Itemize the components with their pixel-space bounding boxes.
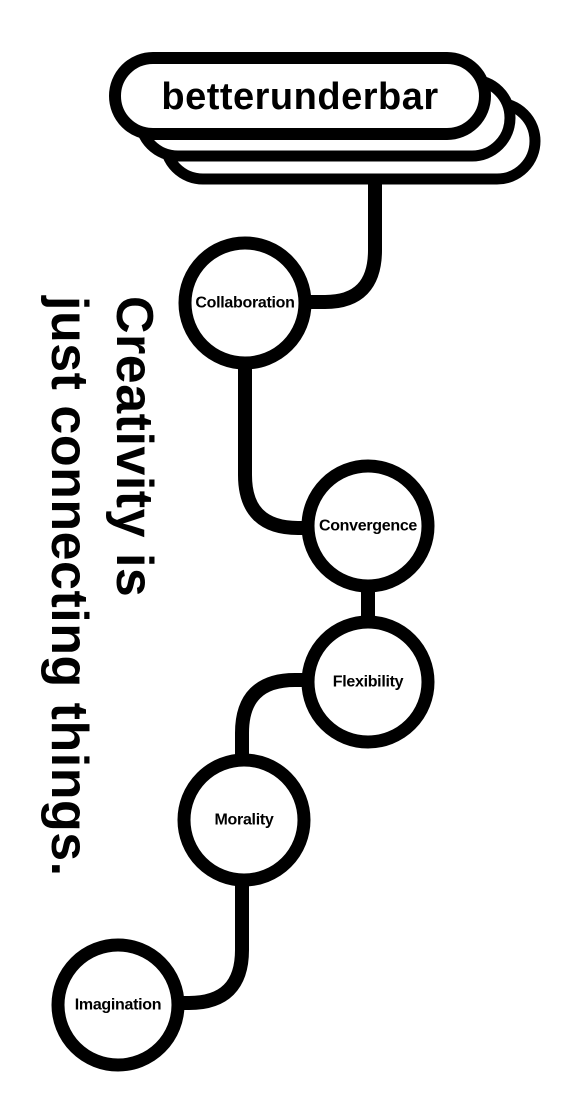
connector-flexibility-to-morality xyxy=(235,673,317,767)
node-label: Convergence xyxy=(319,518,417,535)
node-label: Collaboration xyxy=(195,295,294,312)
brand-pill-front xyxy=(109,52,491,140)
node-circle xyxy=(301,459,435,593)
node-circle xyxy=(177,753,311,887)
connector-collaboration-to-convergence xyxy=(238,353,317,535)
node-label: Imagination xyxy=(75,997,161,1014)
node-label: Morality xyxy=(215,812,274,829)
node-circle xyxy=(51,938,185,1072)
node-convergence: Convergence xyxy=(301,459,435,593)
node-label: Flexibility xyxy=(333,674,404,691)
node-morality: Morality xyxy=(177,753,311,887)
tagline-line-1: Creativity is xyxy=(105,296,163,597)
node-flexibility: Flexibility xyxy=(301,615,435,749)
node-imagination: Imagination xyxy=(51,938,185,1072)
brand-name: betterunderbar xyxy=(161,76,438,118)
connector-brand-to-collaboration xyxy=(293,173,382,309)
node-circle xyxy=(178,236,312,370)
node-circle xyxy=(301,615,435,749)
tagline: Creativity is just connecting things. xyxy=(40,295,163,877)
connector-morality-to-imagination xyxy=(168,873,249,1010)
node-collaboration: Collaboration xyxy=(178,236,312,370)
brand-pill: betterunderbar xyxy=(109,52,541,185)
tagline-line-2: just connecting things. xyxy=(40,295,98,877)
